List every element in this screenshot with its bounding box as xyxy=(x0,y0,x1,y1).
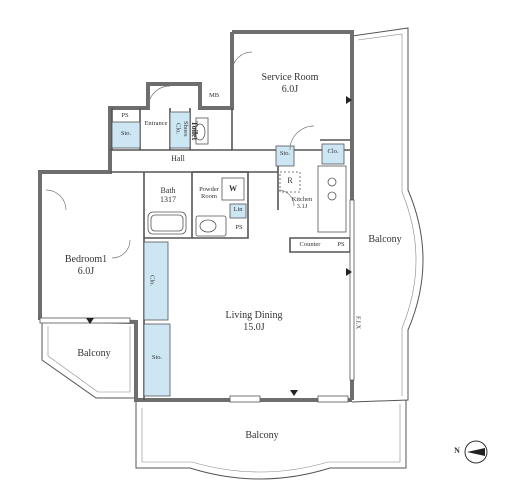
bath-size: 1317 xyxy=(160,195,176,205)
clo-kitchen-label: Clo. xyxy=(327,148,339,155)
balcony-bottom-label: Balcony xyxy=(245,430,279,441)
service-room-label: Service Room 6.0J xyxy=(250,72,330,95)
ps-counter-label: PS xyxy=(337,241,345,248)
compass-label: N xyxy=(454,446,460,455)
bathtub xyxy=(147,211,187,235)
washer xyxy=(221,177,245,201)
balcony-left-label: Balcony xyxy=(77,348,111,359)
wall-service-room xyxy=(232,30,354,150)
kitchen-name: Kitchen xyxy=(291,196,313,203)
shoes-clo-fill xyxy=(169,111,191,149)
bedroom-name: Bedroom1 xyxy=(64,254,108,265)
living-dining-size: 15.0J xyxy=(243,321,265,333)
sto-kitchen-label: Sto. xyxy=(279,150,291,157)
r-label: R xyxy=(287,176,293,185)
living-dining-label: Living Dining 15.0J xyxy=(214,310,294,333)
compass-icon xyxy=(464,440,488,464)
clo-bedroom-fill xyxy=(143,241,169,321)
kitchen-counter xyxy=(317,165,347,233)
sto-living-label: Sto. xyxy=(151,354,163,361)
clo-bedroom-label: Clo. xyxy=(148,275,156,287)
powder-room-label: Powder Room xyxy=(199,186,219,201)
entrance-label: Entrance xyxy=(144,120,168,127)
ps-powder-label: PS xyxy=(235,224,243,231)
sink-powder xyxy=(195,215,227,237)
bath-label: Bath 1317 xyxy=(146,186,190,204)
ps-top-label: PS xyxy=(121,112,129,119)
kitchen-label: Kitchen 3.1J xyxy=(284,196,320,211)
balcony-bottom-outline xyxy=(135,400,407,480)
sto-entrance-fill xyxy=(111,121,141,149)
balcony-right-label: Balcony xyxy=(368,234,402,245)
service-room-name: Service Room xyxy=(261,72,319,83)
bedroom-label: Bedroom1 6.0J xyxy=(56,254,116,277)
kitchen-size: 3.1J xyxy=(296,203,308,211)
refrigerator xyxy=(279,171,301,193)
living-dining-name: Living Dining xyxy=(225,310,283,321)
service-room-size: 6.0J xyxy=(281,83,299,95)
w-label: W xyxy=(229,184,237,193)
sto-entrance-label: Sto. xyxy=(120,130,132,137)
toilet-label: Toilet xyxy=(190,121,200,141)
balcony-right-outline xyxy=(351,27,424,403)
fix-label: F.I.X xyxy=(354,316,362,330)
bedroom-size: 6.0J xyxy=(77,265,95,277)
counter-label: Counter xyxy=(299,241,321,248)
bath-name: Bath xyxy=(160,186,176,195)
mb-label: MB xyxy=(208,92,220,99)
hall-label: Hall xyxy=(171,154,185,163)
lin-fill xyxy=(229,203,247,219)
sto-kitchen-fill xyxy=(275,145,295,167)
toilet-fixture xyxy=(195,117,209,145)
shoes-clo-label: Shoes Clo. xyxy=(174,121,189,137)
sto-living-fill xyxy=(143,323,171,397)
clo-kitchen-fill xyxy=(321,143,345,165)
lin-label: Lin xyxy=(233,206,243,213)
